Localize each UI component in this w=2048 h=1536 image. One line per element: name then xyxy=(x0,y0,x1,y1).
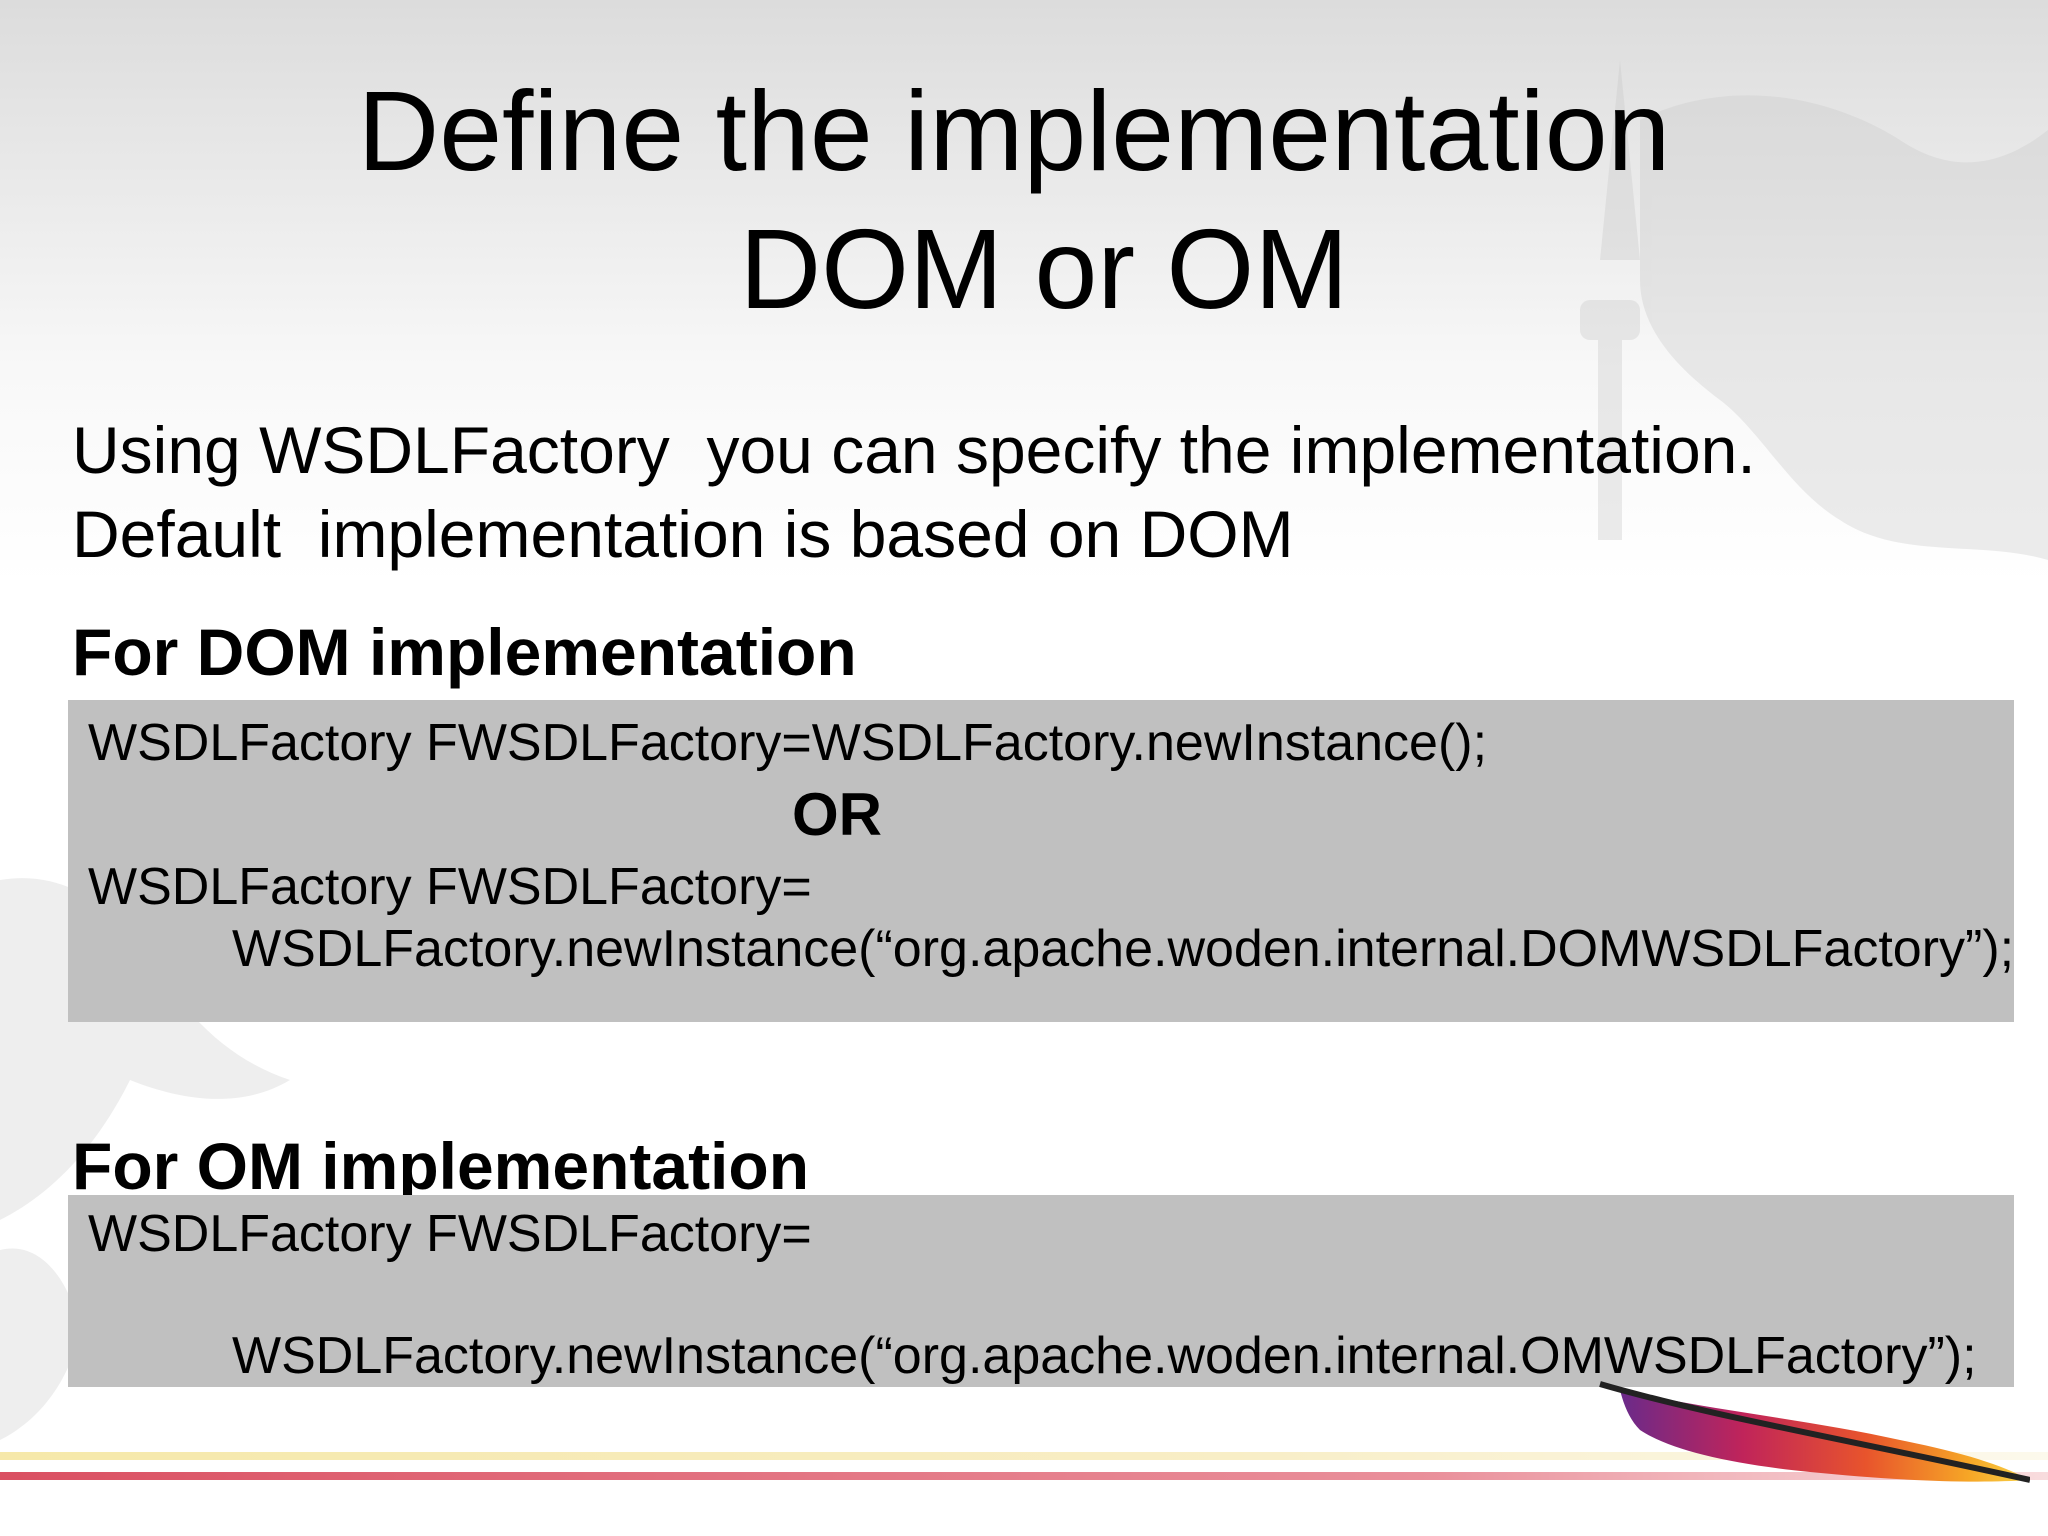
dom-section-heading: For DOM implementation xyxy=(72,615,857,689)
dom-code-line-3: WSDLFactory.newInstance(“org.apache.wode… xyxy=(232,920,2015,978)
or-label: OR xyxy=(792,781,882,848)
bottom-stripes xyxy=(0,1452,2048,1480)
dom-code-line-1: WSDLFactory FWSDLFactory=WSDLFactory.new… xyxy=(88,714,1488,772)
om-code-line-2: WSDLFactory.newInstance(“org.apache.wode… xyxy=(232,1327,1977,1385)
intro-text: Using WSDLFactory you can specify the im… xyxy=(72,408,2032,576)
title-line-2: DOM or OM xyxy=(739,206,1349,332)
dom-code-line-2: WSDLFactory FWSDLFactory= xyxy=(88,858,812,916)
om-code-block: WSDLFactory FWSDLFactory= WSDLFactory.ne… xyxy=(68,1195,2014,1387)
intro-line-1: Using WSDLFactory you can specify the im… xyxy=(72,413,1756,487)
om-section-heading: For OM implementation xyxy=(72,1129,810,1203)
intro-line-2: Default implementation is based on DOM xyxy=(72,497,1294,571)
slide-title: Define the implementation DOM or OM xyxy=(0,62,2048,338)
dom-code-block: WSDLFactory FWSDLFactory=WSDLFactory.new… xyxy=(68,700,2014,1022)
om-code-line-1: WSDLFactory FWSDLFactory= xyxy=(88,1205,812,1263)
apache-feather-logo-icon xyxy=(1599,1381,2030,1483)
title-line-1: Define the implementation xyxy=(357,68,1671,194)
